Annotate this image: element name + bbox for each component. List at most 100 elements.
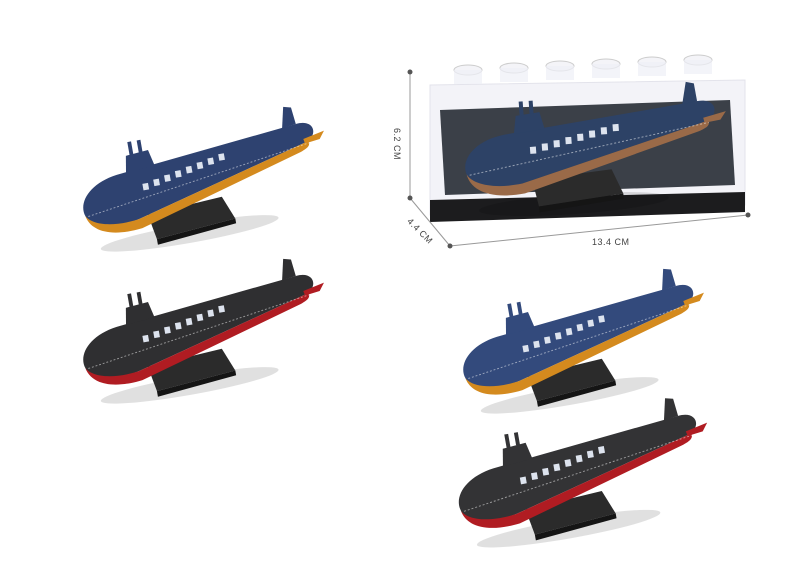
stand-edge bbox=[156, 370, 237, 397]
conning-tower bbox=[125, 150, 155, 174]
hull-window bbox=[218, 153, 225, 161]
hull-window bbox=[530, 472, 538, 480]
conning-tower bbox=[513, 112, 545, 135]
depth-dimension-line bbox=[409, 197, 451, 247]
rear-rudder bbox=[685, 422, 708, 437]
hull-window bbox=[174, 170, 182, 178]
hull-window bbox=[207, 157, 215, 166]
hull-stripe bbox=[88, 142, 309, 217]
hull-stripe bbox=[88, 294, 309, 369]
hull bbox=[458, 414, 696, 522]
hull-window bbox=[544, 336, 551, 344]
periscope bbox=[528, 100, 534, 114]
hull bbox=[463, 284, 694, 388]
display-stand bbox=[525, 490, 616, 535]
hull-window bbox=[554, 332, 562, 340]
hull-window bbox=[564, 459, 572, 467]
hull-window bbox=[207, 309, 215, 318]
box-stud bbox=[454, 70, 482, 84]
dimension-endpoint bbox=[745, 212, 751, 218]
hull-window bbox=[588, 130, 596, 138]
hull-window bbox=[576, 323, 584, 332]
hull-window bbox=[598, 315, 605, 323]
hull-window bbox=[612, 123, 619, 132]
hull-window bbox=[164, 326, 171, 334]
hull bbox=[465, 100, 715, 188]
periscope bbox=[136, 291, 143, 305]
hull-window bbox=[533, 340, 540, 349]
width-dimension-label: 13.4 CM bbox=[592, 237, 630, 247]
hull bbox=[83, 122, 314, 226]
hull-belly bbox=[466, 120, 709, 196]
boxed-submarine bbox=[465, 81, 726, 216]
periscope bbox=[127, 293, 134, 308]
black-submarine bbox=[458, 398, 708, 548]
hull-window bbox=[565, 327, 573, 336]
hull-window bbox=[529, 146, 537, 154]
display-stand bbox=[147, 348, 236, 392]
box-stud bbox=[684, 60, 712, 74]
hull-window bbox=[185, 165, 193, 174]
hull-window bbox=[553, 140, 560, 148]
box-stud bbox=[500, 68, 528, 82]
tail-fin bbox=[282, 106, 296, 129]
rear-rudder bbox=[683, 292, 704, 306]
box-stud bbox=[638, 62, 666, 76]
hull-window bbox=[541, 143, 549, 151]
hull-window bbox=[577, 133, 584, 141]
stand-edge bbox=[536, 380, 617, 407]
periscope bbox=[513, 432, 520, 446]
hull-window bbox=[587, 319, 595, 328]
periscope bbox=[136, 139, 143, 153]
conning-tower bbox=[505, 312, 535, 336]
dimension-endpoint bbox=[407, 195, 413, 201]
box-stud bbox=[592, 64, 620, 78]
rear-rudder bbox=[303, 282, 324, 296]
black-submarine-with-conning-deck bbox=[83, 258, 324, 404]
periscope bbox=[516, 301, 523, 315]
hull-window bbox=[565, 136, 572, 145]
hull-window bbox=[522, 344, 530, 353]
conning-tower bbox=[125, 302, 155, 326]
dimension-endpoint bbox=[407, 69, 413, 75]
height-dimension-label: 6.2 CM bbox=[392, 128, 402, 161]
hull-window bbox=[218, 305, 225, 313]
periscope bbox=[504, 433, 511, 449]
periscope bbox=[507, 303, 514, 318]
hull-window bbox=[185, 317, 193, 326]
conning-tower bbox=[502, 442, 533, 467]
dimension-endpoint bbox=[447, 243, 453, 249]
periscope bbox=[127, 141, 134, 156]
hull-window bbox=[575, 454, 583, 463]
tail-fin bbox=[682, 81, 698, 105]
rear-rudder bbox=[703, 111, 726, 123]
box-stud bbox=[546, 66, 574, 80]
hull-window bbox=[553, 463, 561, 472]
stand-edge bbox=[534, 513, 617, 541]
hull-window bbox=[196, 161, 204, 170]
hull-window bbox=[153, 178, 160, 187]
hull-stripe bbox=[463, 434, 692, 512]
hull-window bbox=[153, 330, 160, 339]
tail-fin bbox=[662, 268, 676, 291]
hull-window bbox=[142, 182, 150, 191]
width-dimension-line bbox=[449, 214, 749, 247]
hull-window bbox=[598, 446, 606, 454]
hull-window bbox=[196, 313, 204, 322]
hull-window bbox=[586, 450, 594, 459]
hull-window bbox=[519, 476, 527, 485]
box-base bbox=[430, 192, 745, 222]
hull-window bbox=[164, 174, 171, 182]
stand-edge bbox=[156, 218, 237, 245]
hull-window bbox=[542, 467, 550, 476]
hull bbox=[83, 274, 314, 378]
rear-rudder bbox=[303, 130, 324, 144]
hull-stripe bbox=[469, 121, 709, 176]
tail-fin bbox=[663, 398, 679, 421]
hull-window bbox=[600, 127, 608, 135]
display-stand bbox=[527, 358, 616, 402]
stand-edge bbox=[539, 193, 624, 213]
blue-submarine-with-conning-deck bbox=[83, 106, 324, 252]
display-stand bbox=[147, 196, 236, 240]
